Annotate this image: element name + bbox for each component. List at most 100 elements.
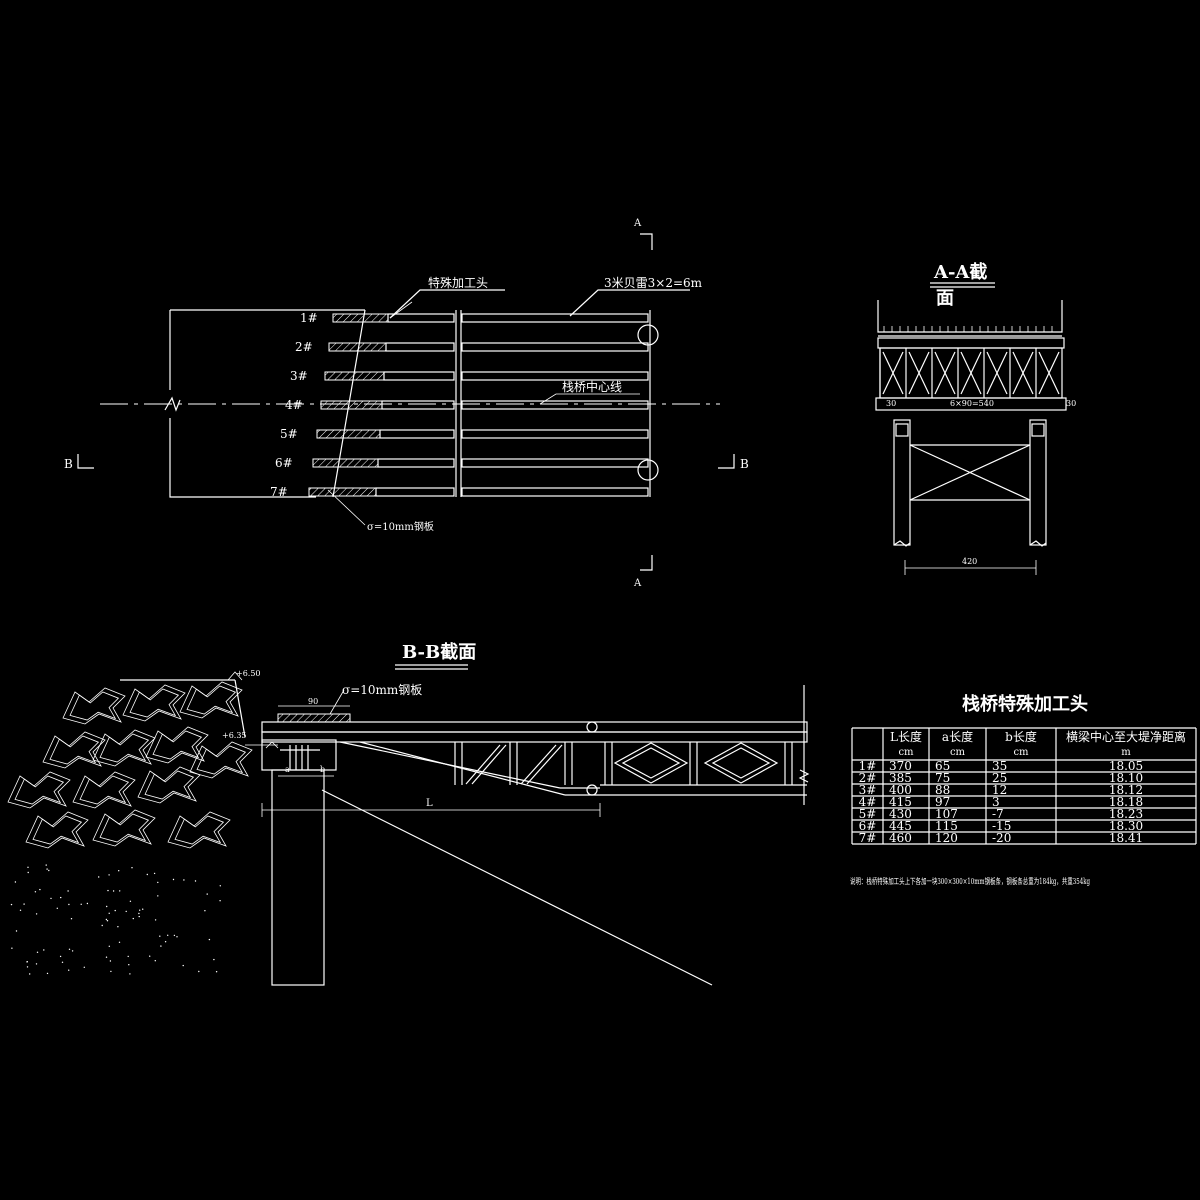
plan-beam-left [383,371,455,381]
table-cell: 18.12 [1109,783,1143,797]
label-center-line: 栈桥中心线 [562,379,622,394]
gravel-dot [14,881,17,883]
gravel-dot [108,874,110,876]
plan-view: 1#2#3#4#5#6#7# 特殊加工头 3米贝雷3×2=6m 栈桥中心线 σ=… [64,218,749,589]
bb-plate-label: σ=10mm钢板 [342,683,422,697]
gravel-dot [208,938,211,941]
riprap-stone-inner [79,775,130,805]
gravel-dot [204,910,206,912]
gravel-dot [146,873,148,876]
gravel-dot [68,903,70,906]
bb-truss-diamond [613,742,689,784]
bb-truss-diamond-inner [711,747,771,779]
deck-planks [883,326,1053,332]
gravel-dot [215,971,218,973]
table-cell: 385 [889,771,912,785]
gravel-dot [70,918,73,920]
gravel-dot [46,868,48,870]
table-cell: 88 [935,783,950,797]
riprap-stone-inner [186,685,237,715]
section-b-right: B [740,457,749,471]
gravel-dot [109,960,112,962]
section-a-top: A [633,218,642,229]
gravel-dot [43,949,45,951]
aa-truss-brace [960,351,982,395]
table-cell: 25 [992,771,1007,785]
gravel-dot [34,891,37,893]
table-cell: 3# [859,783,877,797]
riprap-stone-inner [174,815,225,845]
gravel-dot [206,893,208,895]
dim-L: L [426,798,433,809]
gravel-dot [172,878,175,881]
gravel-dot [132,917,134,920]
gravel-dot [127,955,129,958]
gravel-dot [164,941,167,943]
gravel-dot [157,881,159,884]
section-a-bottom: A [633,578,642,589]
gravel-dot [67,890,69,892]
plan-beam-left [387,313,455,323]
table-cell: 460 [889,831,912,845]
dim-b: b [320,765,325,774]
gravel-dot [142,908,144,910]
riprap-stone-inner [99,733,150,763]
gravel-dot [138,912,140,915]
bb-truss-brace [465,744,501,785]
table-cell: 7# [859,831,877,845]
special-head-hatch [328,342,387,352]
table-header-cell: cm [950,747,966,758]
gravel-dot [23,903,25,905]
special-head-hatch [332,313,389,323]
label-plate: σ=10mm钢板 [367,520,434,533]
riprap-stone-inner [152,730,203,760]
bb-truss-brace [471,744,507,785]
gravel-dot [118,941,121,943]
gravel-dot [71,950,74,952]
plan-row-label: 2# [295,340,313,354]
pile-circle-top [637,324,659,346]
table-cell: 430 [889,807,912,821]
table-cell: 18.18 [1109,795,1143,809]
section-aa: A-A截 面 30 6×90=540 30 420 [875,261,1076,575]
gravel-dot [173,934,176,937]
aa-truss-brace [1038,351,1060,395]
gravel-dot [176,936,178,938]
table-cell: 445 [889,819,912,833]
gravel-dot [129,900,132,902]
gravel-dot [61,961,64,963]
special-head-hatch [308,487,377,497]
gravel-dot [11,947,13,949]
steel-plate [277,713,351,723]
gravel-dot [56,907,58,909]
gravel-dot [125,910,127,913]
table-header-cell: b长度 [1005,729,1037,744]
gravel-dot [10,903,13,906]
aa-truss-panels [879,348,1060,398]
gravel-dot [48,869,50,872]
section-bb-title: B-B截面 [402,641,476,663]
gravel-dot [108,945,111,947]
plan-row-label: 7# [270,485,288,499]
table-cell: 97 [935,795,950,809]
table-cell: 3 [992,795,1000,809]
plan-beam-right [461,458,649,468]
plan-beam-left [385,342,455,352]
gravel-dot [153,872,156,875]
table-note: 说明：栈桥特殊加工头上下各加一块300×300×10mm钢板条，钢板条总重为18… [850,876,1090,886]
gravel-dot [26,961,28,963]
bb-truss-panels [454,742,793,785]
special-head-hatch [324,371,385,381]
gravel-dot [114,909,116,912]
label-beam: 3米贝雷3×2=6m [604,276,703,290]
gravel-dot [27,871,29,874]
table-title: 栈桥特殊加工头 [962,693,1088,715]
gravel-dot [131,867,133,869]
gravel-dot [105,918,108,921]
aa-truss-brace [934,351,956,395]
elev-top: +6.50 [236,669,261,678]
gravel-dot [118,870,120,872]
bb-truss-diamond [703,742,779,784]
